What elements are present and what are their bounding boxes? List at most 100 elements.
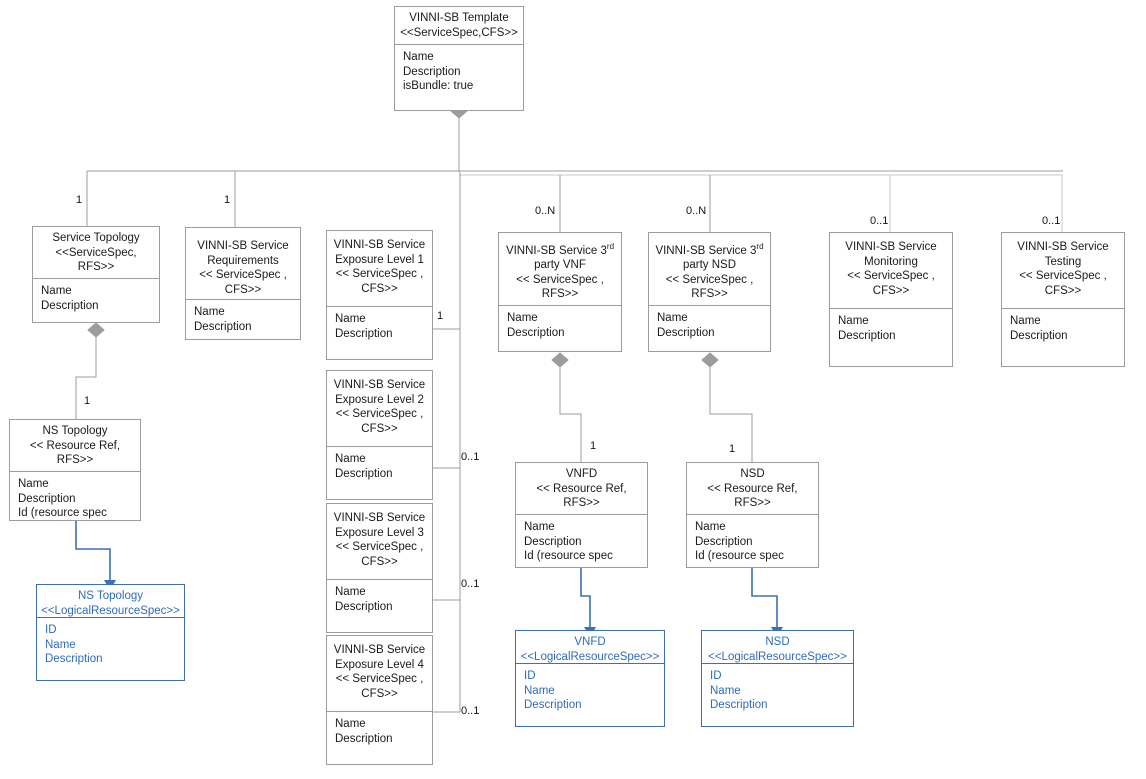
class-attributes: Name Description Id (resource spec [524,521,613,562]
multiplicity-service-requirements: 1 [224,194,231,206]
class-attributes: Name Description Id (resource spec [695,521,784,562]
multiplicity-exposure-l2: 0..1 [461,451,480,463]
class-title: VINNI-SB Service Exposure Level 3 [333,512,426,539]
class-attributes: Name Description [335,718,393,745]
class-ns-topology-logical-resource-spec[interactable]: NS Topology<<LogicalResourceSpec>> ID Na… [36,584,185,681]
edge-ns-topology-to-lrs [75,521,111,580]
class-title: Service Topology [52,232,140,244]
class-stereotype: << ServiceSpec , CFS>> [199,269,287,296]
class-stereotype: << ServiceSpec , RFS>> [516,273,604,301]
multiplicity-service-topology: 1 [76,194,83,206]
class-stereotype: << Resource Ref, RFS>> [536,482,627,510]
class-header: VINNI-SB Service Exposure Level 1<< Serv… [327,231,432,307]
class-title: NS Topology [42,425,108,437]
diamond-3rd-party-nsd [701,352,719,368]
class-header: VINNI-SB Service Monitoring<< ServiceSpe… [830,233,952,309]
class-header: NS Topology <<LogicalResourceSpec>> [37,585,184,618]
class-attributes: Name Description [335,453,393,480]
class-header: VINNI-SB Service Testing<< ServiceSpec ,… [1002,233,1124,309]
class-attributes: Name Description [838,315,896,342]
class-attributes: Name Description [41,285,99,312]
class-header: VNFD << Resource Ref, RFS>> [516,463,647,515]
class-attributes: Name Description [194,306,252,333]
class-exposure-level-4[interactable]: VINNI-SB Service Exposure Level 4<< Serv… [326,635,433,765]
superscript-ordinal: rd [756,242,764,251]
class-vnfd-logical-resource-spec[interactable]: VNFD <<LogicalResourceSpec>> ID Name Desc… [515,630,665,727]
class-header: NS Topology << Resource Ref, RFS>> [10,420,140,472]
class-title: NS Topology [78,590,143,602]
class-title: VINNI-SB Service Testing [1017,241,1109,268]
class-stereotype: << ServiceSpec , CFS>> [335,408,424,435]
class-title: NSD [740,468,765,480]
multiplicity-service-testing: 0..1 [1042,215,1061,227]
multiplicity-3rd-party-nsd: 0..N [686,205,707,217]
class-header: NSD <<LogicalResourceSpec>> [702,631,853,664]
class-stereotype: << ServiceSpec , CFS>> [335,541,424,568]
diamond-3rd-party-vnf [551,352,569,368]
diamond-service-topology [87,322,105,338]
class-nsd-resource-ref[interactable]: NSD << Resource Ref, RFS>> Name Descripti… [686,462,819,568]
class-stereotype: << ServiceSpec , CFS>> [847,270,935,297]
class-service-monitoring[interactable]: VINNI-SB Service Monitoring<< ServiceSpe… [829,232,953,367]
multiplicity-ns-topology: 1 [84,395,91,407]
class-stereotype: <<LogicalResourceSpec>> [520,650,660,663]
class-exposure-level-1[interactable]: VINNI-SB Service Exposure Level 1<< Serv… [326,230,433,360]
class-title: NSD [765,636,790,648]
class-stereotype: << ServiceSpec , RFS>> [665,273,754,301]
multiplicity-nsd: 1 [729,443,736,455]
superscript-ordinal: rd [606,242,615,251]
class-attributes: Name Description [335,586,393,613]
class-stereotype: <<LogicalResourceSpec>> [41,604,180,617]
multiplicity-3rd-party-vnf: 0..N [535,205,556,217]
class-header: VINNI-SB Service Exposure Level 4<< Serv… [327,636,432,712]
class-header: VINNI-SB Template <<ServiceSpec,CFS>> [395,7,523,45]
class-title: VINNI-SB Template [409,12,509,24]
class-title: VINNI-SB Service Requirements [197,240,289,267]
class-vnfd-resource-ref[interactable]: VNFD << Resource Ref, RFS>> Name Descript… [515,462,648,568]
class-attributes: ID Name Description [710,670,768,711]
class-stereotype: <<LogicalResourceSpec>> [708,650,847,663]
class-title: VINNI-SB Service Monitoring [845,241,937,268]
multiplicity-exposure-l1: 1 [437,310,444,322]
multiplicity-service-monitoring: 0..1 [870,215,889,227]
class-header: VNFD <<LogicalResourceSpec>> [516,631,664,664]
class-ns-topology-resource-ref[interactable]: NS Topology << Resource Ref, RFS>> Name D… [9,419,141,521]
multiplicity-exposure-l4: 0..1 [461,705,480,717]
edge-vnfd-to-lrs [580,568,591,627]
class-header: NSD << Resource Ref, RFS>> [687,463,818,515]
edge-vnf-to-vnfd [559,367,582,462]
class-header: VINNI-SB Service Requirements<< ServiceS… [186,228,300,300]
class-attributes: Name Description isBundle: true [403,51,474,92]
class-nsd-logical-resource-spec[interactable]: NSD <<LogicalResourceSpec>> ID Name Descr… [701,630,854,727]
class-stereotype: << ServiceSpec , CFS>> [335,673,424,700]
class-exposure-level-2[interactable]: VINNI-SB Service Exposure Level 2<< Serv… [326,370,433,500]
class-service-topology[interactable]: Service Topology<<ServiceSpec, RFS>> Nam… [32,226,160,323]
class-vinni-sb-template[interactable]: VINNI-SB Template <<ServiceSpec,CFS>> Nam… [394,6,524,111]
class-title: VINNI-SB Service Exposure Level 4 [333,644,426,671]
class-attributes: Name Description [1010,315,1068,342]
class-exposure-level-3[interactable]: VINNI-SB Service Exposure Level 3<< Serv… [326,503,433,633]
class-service-requirements[interactable]: VINNI-SB Service Requirements<< ServiceS… [185,227,301,340]
class-attributes: Name Description [657,312,715,339]
class-service-testing[interactable]: VINNI-SB Service Testing<< ServiceSpec ,… [1001,232,1125,367]
class-stereotype: << Resource Ref, RFS>> [29,439,121,467]
class-title: VNFD [565,468,598,480]
class-stereotype: <<ServiceSpec,CFS>> [400,26,518,39]
class-stereotype: << Resource Ref, RFS>> [707,482,798,510]
class-title: VNFD [574,636,606,648]
class-stereotype: << ServiceSpec , CFS>> [1019,270,1107,297]
class-header: Service Topology<<ServiceSpec, RFS>> [33,227,159,279]
blue-arrowheads [104,580,783,637]
multiplicity-exposure-l3: 0..1 [461,578,480,590]
class-attributes: Name Description Id (resource spec [18,478,107,519]
class-attributes: ID Name Description [524,670,582,711]
multiplicity-vnfd: 1 [590,440,597,452]
class-title: VINNI-SB Service Exposure Level 1 [333,239,426,266]
